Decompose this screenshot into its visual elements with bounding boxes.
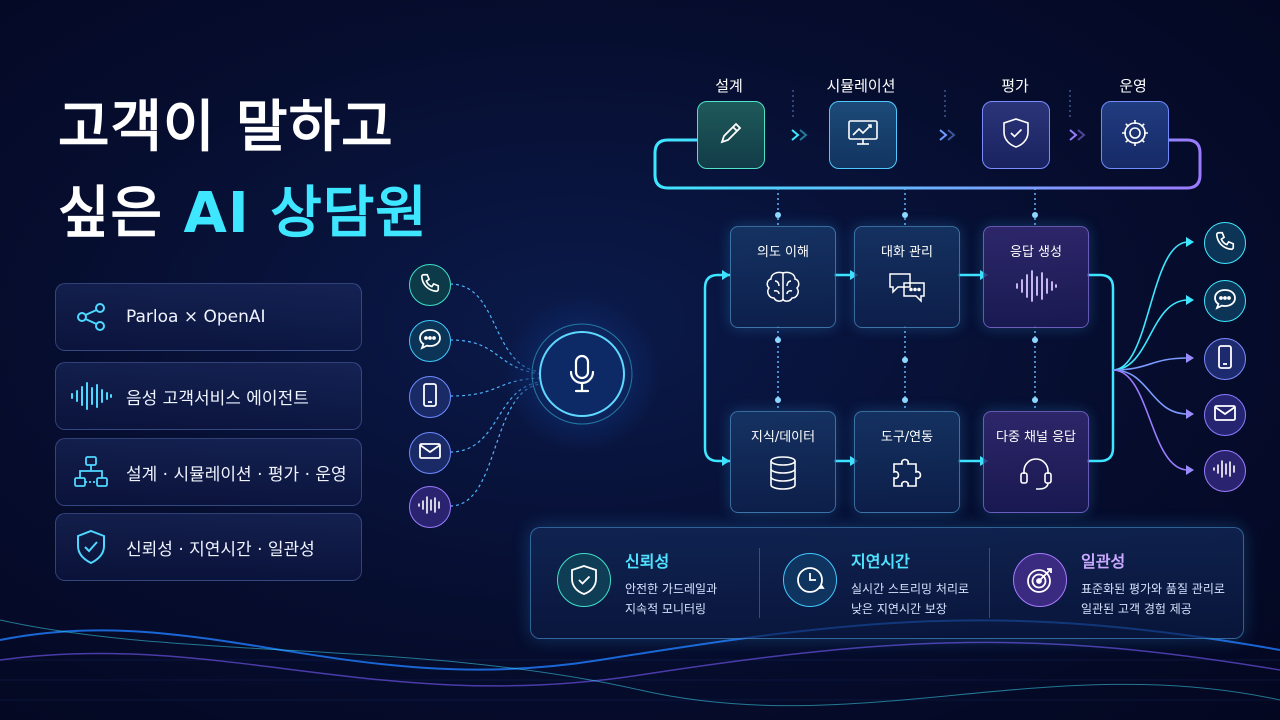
feature-label: 음성 고객서비스 에이전트 — [126, 388, 309, 409]
pillar-desc-line-2: 낮은 지연시간 보장 — [851, 602, 947, 616]
feature-card-partnership: Parloa × OpenAI — [55, 283, 362, 351]
lifecycle-step-design[interactable] — [697, 101, 765, 169]
database-icon — [731, 454, 835, 492]
monitor-chart-icon — [846, 118, 880, 152]
pipeline-node-multichannel[interactable]: 다중 채널 응답 — [983, 411, 1089, 513]
clock-icon — [783, 553, 837, 607]
node-label: 의도 이해 — [757, 245, 809, 260]
sound-wave-icon — [417, 495, 443, 519]
lifecycle-label-simulation: 시뮬레이션 — [826, 77, 896, 95]
gear-icon — [1119, 117, 1151, 153]
pipeline-node-knowledge[interactable]: 지식/데이터 — [730, 411, 836, 513]
shield-check-icon — [557, 553, 611, 607]
pillar-desc-line-2: 지속적 모니터링 — [625, 602, 707, 616]
input-channel-mail[interactable] — [409, 432, 451, 474]
node-label: 도구/연동 — [880, 430, 934, 445]
mail-icon — [1213, 404, 1237, 426]
pipeline-node-tools[interactable]: 도구/연동 — [854, 411, 960, 513]
workflow-icon — [56, 455, 126, 489]
output-channel-mobile[interactable] — [1204, 338, 1246, 380]
output-channel-chat[interactable] — [1204, 280, 1246, 322]
lifecycle-step-operation[interactable] — [1101, 101, 1169, 169]
page-title-line-2: 싶은 AI 상담원 — [58, 168, 428, 249]
lifecycle-label-design: 설계 — [715, 77, 743, 95]
share-nodes-icon — [56, 300, 126, 334]
phone-icon — [1214, 230, 1236, 256]
input-channel-phone[interactable] — [409, 264, 451, 306]
pillar-divider — [759, 548, 760, 618]
sound-wave-bars — [626, 348, 1000, 396]
node-label: 다중 채널 응답 — [995, 430, 1077, 445]
chat-bubbles-icon — [855, 269, 959, 305]
pillar-desc-line-1: 안전한 가드레일과 — [625, 582, 718, 596]
brain-icon — [731, 269, 835, 305]
feature-card-values: 신뢰성 · 지연시간 · 일관성 — [55, 513, 362, 581]
target-icon — [1013, 553, 1067, 607]
pillar-desc-line-2: 일관된 고객 경험 제공 — [1081, 602, 1192, 616]
puzzle-icon — [855, 454, 959, 492]
lifecycle-label-operation: 운영 — [1119, 77, 1147, 95]
lifecycle-label-evaluation: 평가 — [1001, 77, 1029, 95]
feature-card-voice-agent: 음성 고객서비스 에이전트 — [55, 362, 362, 430]
title-accent: AI 상담원 — [183, 181, 428, 246]
shield-check-icon — [1002, 117, 1030, 153]
input-channel-mobile[interactable] — [409, 376, 451, 418]
lifecycle-step-simulation[interactable] — [829, 101, 897, 169]
node-label: 대화 관리 — [881, 245, 933, 260]
pipeline-node-response[interactable]: 응답 생성 — [983, 226, 1089, 328]
lifecycle-loop-line — [653, 138, 1202, 190]
pillar-desc-line-1: 실시간 스트리밍 처리로 — [851, 582, 970, 596]
sound-wave-icon — [56, 381, 126, 411]
title-line-2-prefix: 싶은 — [58, 181, 164, 246]
pencil-icon — [716, 118, 746, 152]
output-channel-voice[interactable] — [1204, 450, 1246, 492]
pillar-desc-line-1: 표준화된 평가와 품질 관리로 — [1081, 582, 1225, 596]
pipeline-node-intent[interactable]: 의도 이해 — [730, 226, 836, 328]
phone-icon — [419, 272, 441, 298]
pillar-title: 지연시간 — [851, 552, 910, 571]
headset-icon — [984, 454, 1088, 492]
title-line-1: 고객이 말하고 — [58, 95, 394, 160]
lifecycle-step-evaluation[interactable] — [982, 101, 1050, 169]
input-channel-voice[interactable] — [409, 486, 451, 528]
mobile-icon — [1217, 345, 1233, 373]
microphone-icon — [562, 352, 602, 396]
pillar-title: 일관성 — [1081, 552, 1126, 571]
sound-wave-icon — [984, 269, 1088, 303]
sound-wave-icon — [1212, 459, 1238, 483]
pillar-title: 신뢰성 — [625, 552, 670, 571]
pipeline-node-dialog[interactable]: 대화 관리 — [854, 226, 960, 328]
page-title-line-1: 고객이 말하고 — [58, 82, 394, 163]
mobile-icon — [422, 383, 438, 411]
chat-icon — [418, 328, 442, 354]
mail-icon — [418, 442, 442, 464]
feature-label: Parloa × OpenAI — [126, 307, 266, 327]
node-label: 응답 생성 — [1010, 245, 1062, 260]
feature-label: 신뢰성 · 지연시간 · 일관성 — [126, 539, 315, 560]
pillar-divider — [989, 548, 990, 618]
chat-icon — [1213, 288, 1237, 314]
output-channel-mail[interactable] — [1204, 394, 1246, 436]
input-channel-chat[interactable] — [409, 320, 451, 362]
feature-card-lifecycle: 설계 · 시뮬레이션 · 평가 · 운영 — [55, 438, 362, 506]
node-label: 지식/데이터 — [750, 430, 816, 445]
feature-label: 설계 · 시뮬레이션 · 평가 · 운영 — [126, 464, 347, 485]
output-channel-phone[interactable] — [1204, 222, 1246, 264]
shield-check-icon — [56, 529, 126, 565]
